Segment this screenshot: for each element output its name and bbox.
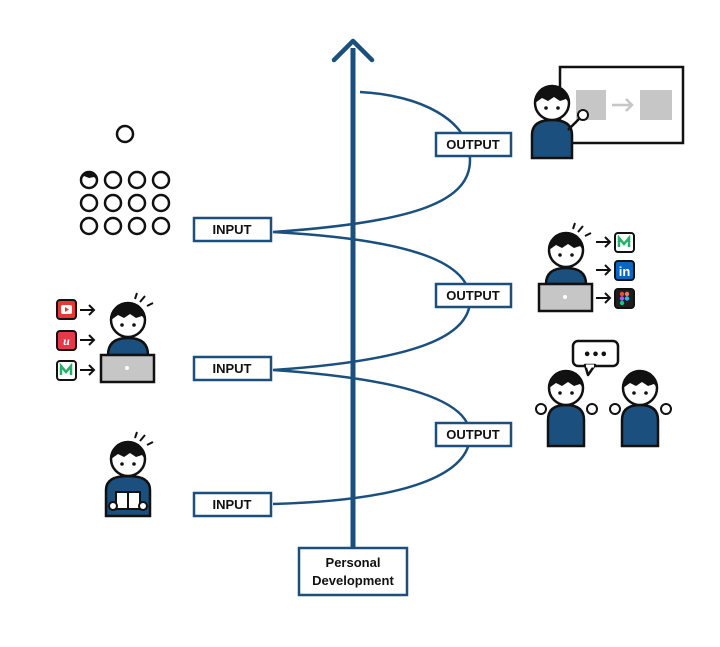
laptop-icon (99, 353, 156, 384)
speech-bubble-icon: ••• (571, 339, 620, 377)
output-box-2: OUTPUT (434, 282, 513, 309)
arrow-icon (596, 236, 612, 304)
output-label-2: OUTPUT (446, 288, 500, 303)
input-label-1: INPUT (213, 222, 252, 237)
laptop-icon (537, 282, 594, 313)
axis-label-line1: Personal (326, 555, 381, 570)
youtube-icon (56, 299, 77, 320)
axis-label-box (297, 546, 409, 597)
sharer-person-icon (544, 222, 592, 286)
presentation-board-icon (558, 65, 685, 145)
input-label-2: INPUT (213, 361, 252, 376)
svg-text:u: u (63, 334, 70, 348)
axis-label-line2: Development (312, 573, 394, 588)
output-box-3: OUTPUT (434, 421, 513, 448)
output-label-3: OUTPUT (446, 427, 500, 442)
crowd-circles-icon (79, 124, 171, 236)
axis-arrowhead (331, 38, 375, 63)
input-label-3: INPUT (213, 497, 252, 512)
input-box-1: INPUT (192, 216, 273, 243)
reader-person-icon (104, 431, 154, 518)
listener-person-icon (609, 369, 672, 448)
output-box-1: OUTPUT (434, 131, 513, 158)
linkedin-icon: in (614, 260, 635, 281)
input-box-3: INPUT (192, 491, 273, 518)
output-label-1: OUTPUT (446, 137, 500, 152)
linkedin-icon-text: in (619, 264, 631, 279)
udemy-icon: u (56, 330, 77, 351)
arrow-icon (80, 304, 96, 376)
figma-icon (614, 288, 635, 309)
presenter-person-icon (530, 84, 589, 160)
medium-icon (56, 360, 77, 381)
self-avatar-icon (79, 170, 99, 190)
speech-bubble-dots: ••• (583, 348, 608, 363)
input-box-2: INPUT (192, 355, 273, 382)
medium-icon (614, 232, 635, 253)
learner-person-icon (106, 292, 154, 357)
talker-person-icon (535, 369, 598, 448)
